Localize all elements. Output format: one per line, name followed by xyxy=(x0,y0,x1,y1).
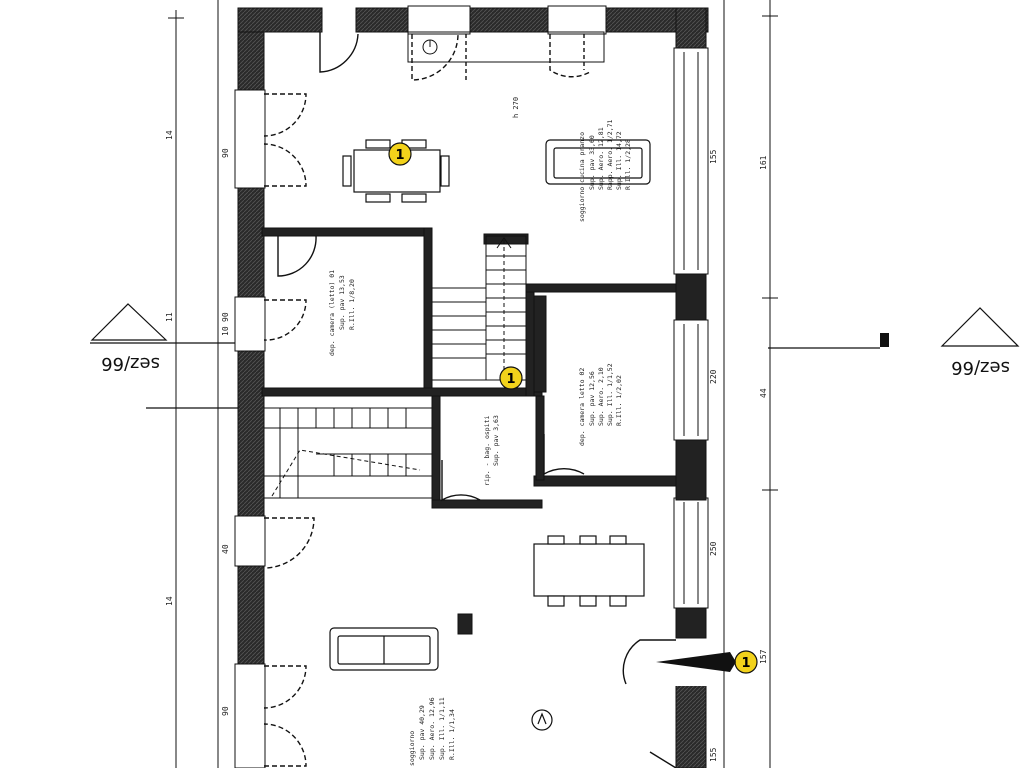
svg-text:Sup. Ill. 1/1,52: Sup. Ill. 1/1,52 xyxy=(606,363,614,426)
svg-text:40: 40 xyxy=(221,544,230,554)
svg-text:dep. camera letto 02: dep. camera letto 02 xyxy=(578,368,586,446)
stairs-upper xyxy=(431,235,527,381)
room-label-bedroom-right: dep. camera letto 02 Sup. pav 12,56 Sup.… xyxy=(578,363,623,446)
svg-text:Sup. pav 3,63: Sup. pav 3,63 xyxy=(492,415,500,466)
windows-right xyxy=(673,47,709,609)
dining-table-top xyxy=(342,139,450,203)
section-lines xyxy=(90,303,1020,409)
section-marker-square xyxy=(880,333,889,347)
armchair xyxy=(545,139,651,185)
svg-text:R.Ill. 1/8,20: R.Ill. 1/8,20 xyxy=(348,279,356,330)
svg-text:1: 1 xyxy=(741,656,750,671)
section-label-right: sez/66 xyxy=(951,357,1010,378)
svg-text:14: 14 xyxy=(165,596,174,606)
svg-text:157: 157 xyxy=(759,649,768,664)
svg-text:90: 90 xyxy=(221,148,230,158)
svg-text:Sup. Ill. 14,72: Sup. Ill. 14,72 xyxy=(615,131,623,190)
svg-text:Sup. pav 13,53: Sup. pav 13,53 xyxy=(338,275,346,330)
svg-text:Sup. Aero. 12,81: Sup. Aero. 12,81 xyxy=(597,127,605,190)
svg-text:14: 14 xyxy=(165,130,174,140)
svg-text:rip. - bag. ospiti: rip. - bag. ospiti xyxy=(483,415,491,486)
doors xyxy=(263,32,677,768)
stairs-lower xyxy=(263,407,433,499)
svg-text:10: 10 xyxy=(221,326,230,336)
svg-text:soggiorno cucina pranzo: soggiorno cucina pranzo xyxy=(578,132,586,222)
sofa xyxy=(329,627,439,671)
svg-text:161: 161 xyxy=(759,155,768,170)
north-arrow xyxy=(531,709,553,731)
svg-text:90: 90 xyxy=(221,312,230,322)
dimension-texts-left: 14 90 11 90 10 40 14 90 xyxy=(165,130,230,716)
svg-text:Sup. pav 12,56: Sup. pav 12,56 xyxy=(588,371,596,426)
svg-text:250: 250 xyxy=(709,541,718,556)
windows-top xyxy=(407,5,607,35)
svg-text:220: 220 xyxy=(709,369,718,384)
svg-text:R.Ill. 1/1,34: R.Ill. 1/1,34 xyxy=(448,709,456,760)
svg-text:Sup. pav 33,60: Sup. pav 33,60 xyxy=(588,135,596,190)
marker-top: 1 xyxy=(388,142,412,166)
dimension-lines xyxy=(168,0,778,768)
height-note: h 270 xyxy=(512,97,520,118)
room-label-living-bottom: soggiorno Sup. pav 40,29 Sup. Aero. 12,9… xyxy=(408,697,456,766)
svg-text:R.Ill. 1/2,02: R.Ill. 1/2,02 xyxy=(615,375,623,426)
svg-text:44: 44 xyxy=(759,388,768,398)
marker-entrance: 1 xyxy=(656,650,758,674)
svg-text:1: 1 xyxy=(506,372,515,387)
svg-text:90: 90 xyxy=(221,706,230,716)
svg-text:1: 1 xyxy=(395,148,404,163)
svg-text:155: 155 xyxy=(709,747,718,762)
svg-text:Sup. Aero. 12,96: Sup. Aero. 12,96 xyxy=(428,697,436,760)
kitchen-counter xyxy=(407,31,605,63)
svg-text:Sup. Ill. 1/1,11: Sup. Ill. 1/1,11 xyxy=(438,697,446,760)
svg-text:R.Ill. 1/2,28: R.Ill. 1/2,28 xyxy=(624,139,632,190)
room-label-bedroom-left: dep. camera (letto) 01 Sup. pav 13,53 R.… xyxy=(328,270,356,356)
svg-text:11: 11 xyxy=(165,312,174,322)
dining-table-bottom xyxy=(533,535,645,607)
svg-text:155: 155 xyxy=(709,149,718,164)
svg-text:soggiorno: soggiorno xyxy=(408,731,416,766)
room-label-living-top: soggiorno cucina pranzo Sup. pav 33,60 S… xyxy=(578,119,632,222)
interior-walls xyxy=(261,227,707,639)
marker-stair: 1 xyxy=(499,366,523,390)
svg-text:dep. camera (letto) 01: dep. camera (letto) 01 xyxy=(328,270,336,356)
section-label-left: sez/66 xyxy=(101,353,160,374)
svg-text:Sup. pav 40,29: Sup. pav 40,29 xyxy=(418,705,426,760)
room-label-bathroom: rip. - bag. ospiti Sup. pav 3,63 xyxy=(483,415,500,486)
dimension-texts-right: 161 44 157 155 220 250 155 xyxy=(709,149,768,762)
svg-text:Rapp. Aero. 1/2,71: Rapp. Aero. 1/2,71 xyxy=(606,119,614,190)
windows-left xyxy=(234,89,266,768)
svg-text:Sup. Aero. 2,10: Sup. Aero. 2,10 xyxy=(597,367,605,426)
